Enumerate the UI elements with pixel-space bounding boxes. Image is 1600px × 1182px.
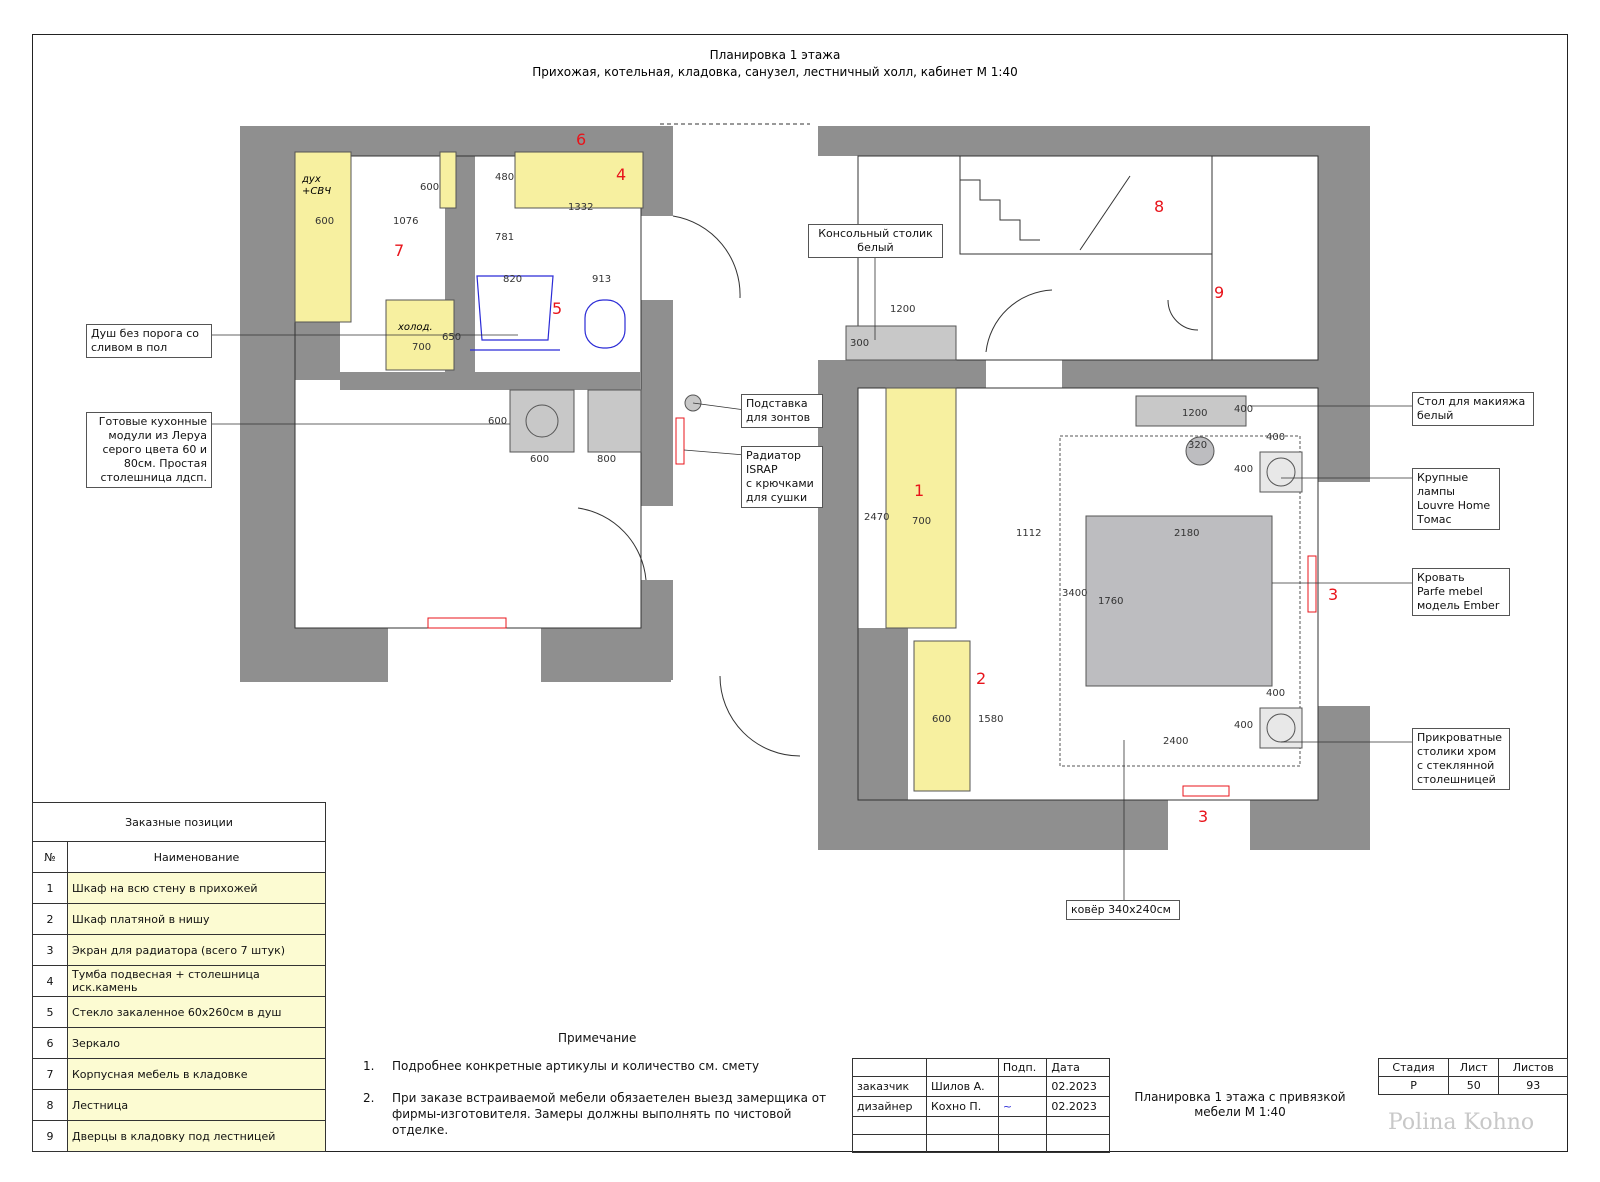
dim: 3400 bbox=[1062, 588, 1087, 599]
dim: 600 bbox=[530, 454, 549, 465]
label-7: 7 bbox=[394, 241, 404, 260]
note-2-text: При заказе встраиваемой мебели обязаетел… bbox=[392, 1091, 827, 1137]
label-3a: 3 bbox=[1328, 585, 1338, 604]
dim: 2400 bbox=[1163, 736, 1188, 747]
dim: 700 bbox=[412, 342, 431, 353]
label-5: 5 bbox=[552, 299, 562, 318]
note-1-text: Подробнее конкретные артикулы и количест… bbox=[392, 1059, 760, 1073]
room-numbers: 1 2 3 3 4 5 6 7 8 9 bbox=[394, 130, 1338, 826]
dim: 1200 bbox=[1182, 408, 1207, 419]
plan-title: Планировка 1 этажа bbox=[710, 48, 841, 62]
dim: 400 bbox=[1234, 404, 1253, 415]
lamps-callout: Крупные лампы Louvre Home Томас bbox=[1412, 468, 1500, 530]
radiator-callout: Радиатор ISRAP с крючками для сушки bbox=[741, 446, 823, 508]
walls bbox=[240, 126, 1370, 850]
label-3b: 3 bbox=[1198, 807, 1208, 826]
signature: ~ bbox=[1002, 1100, 1013, 1113]
legend-col-name: Наименование bbox=[67, 841, 326, 873]
door-swings bbox=[577, 123, 1199, 757]
radiator-screens bbox=[427, 417, 1317, 797]
dim: 600 bbox=[488, 416, 507, 427]
plan-subtitle: Прихожая, котельная, кладовка, санузел, … bbox=[532, 65, 1018, 79]
label-4: 4 bbox=[616, 165, 626, 184]
dim: 480 bbox=[495, 172, 514, 183]
dim: 650 bbox=[442, 332, 461, 343]
makeup-callout: Стол для макияжа белый bbox=[1412, 392, 1534, 426]
dim: 320 bbox=[1188, 440, 1207, 451]
notes-title: Примечание bbox=[558, 1031, 637, 1045]
brand-logo: Polina Kohno bbox=[1388, 1110, 1535, 1135]
label-9: 9 bbox=[1214, 283, 1224, 302]
dim: 2470 bbox=[864, 512, 889, 523]
dim: 600 bbox=[932, 714, 951, 725]
note-1-num: 1. bbox=[363, 1059, 375, 1073]
note-2-num: 2. bbox=[363, 1091, 375, 1105]
kitchen-callout: Готовые кухонные модули из Леруа серого … bbox=[86, 412, 212, 488]
nightstands-callout: Прикроватные столики хром с стеклянной с… bbox=[1412, 728, 1510, 790]
dim: 1076 bbox=[393, 216, 418, 227]
bathroom-blue bbox=[470, 275, 626, 351]
oven-label: дух+СВЧ bbox=[301, 174, 331, 197]
dim: 600 bbox=[315, 216, 334, 227]
dim: 1200 bbox=[890, 304, 915, 315]
rug-callout: ковёр 340х240см bbox=[1066, 900, 1180, 920]
dim: 400 bbox=[1234, 464, 1253, 475]
dim: 600 bbox=[420, 182, 439, 193]
dim: 800 bbox=[597, 454, 616, 465]
legend-title: Заказные позиции bbox=[32, 802, 326, 842]
dim: 820 bbox=[503, 274, 522, 285]
legend-col-num: № bbox=[32, 841, 68, 873]
bed-callout: Кровать Parfe mebel модель Ember bbox=[1412, 568, 1510, 616]
umbrella-callout: Подставка для зонтов bbox=[741, 394, 823, 428]
dim: 400 bbox=[1266, 688, 1285, 699]
leader-lines bbox=[205, 258, 1415, 902]
dim: 1580 bbox=[978, 714, 1003, 725]
dim: 2180 bbox=[1174, 528, 1199, 539]
dim: 400 bbox=[1234, 720, 1253, 731]
dim: 1760 bbox=[1098, 596, 1123, 607]
console-callout: Консольный столик белый bbox=[808, 224, 943, 258]
built-in-furniture bbox=[294, 151, 971, 792]
dim: 300 bbox=[850, 338, 869, 349]
label-8: 8 bbox=[1154, 197, 1164, 216]
dim: 913 bbox=[592, 274, 611, 285]
label-2: 2 bbox=[976, 669, 986, 688]
dim: 781 bbox=[495, 232, 514, 243]
drawing-frame bbox=[32, 34, 1568, 1152]
dimension-labels: 600 1076 600 480 1332 781 820 913 650 70… bbox=[315, 172, 1285, 747]
dim: 1332 bbox=[568, 202, 593, 213]
shower-callout: Душ без порога со сливом в пол bbox=[86, 324, 212, 358]
sheet-title: Планировка 1 этажа с привязкой мебели М … bbox=[1134, 1090, 1346, 1119]
label-1: 1 bbox=[914, 481, 924, 500]
dim: 1112 bbox=[1016, 528, 1041, 539]
label-6: 6 bbox=[576, 130, 586, 149]
fixture-labels: дух+СВЧ холод. bbox=[301, 174, 433, 333]
fridge-label: холод. bbox=[397, 322, 433, 333]
dim: 400 bbox=[1266, 432, 1285, 443]
dim: 700 bbox=[912, 516, 931, 527]
fixtures bbox=[509, 325, 1303, 767]
